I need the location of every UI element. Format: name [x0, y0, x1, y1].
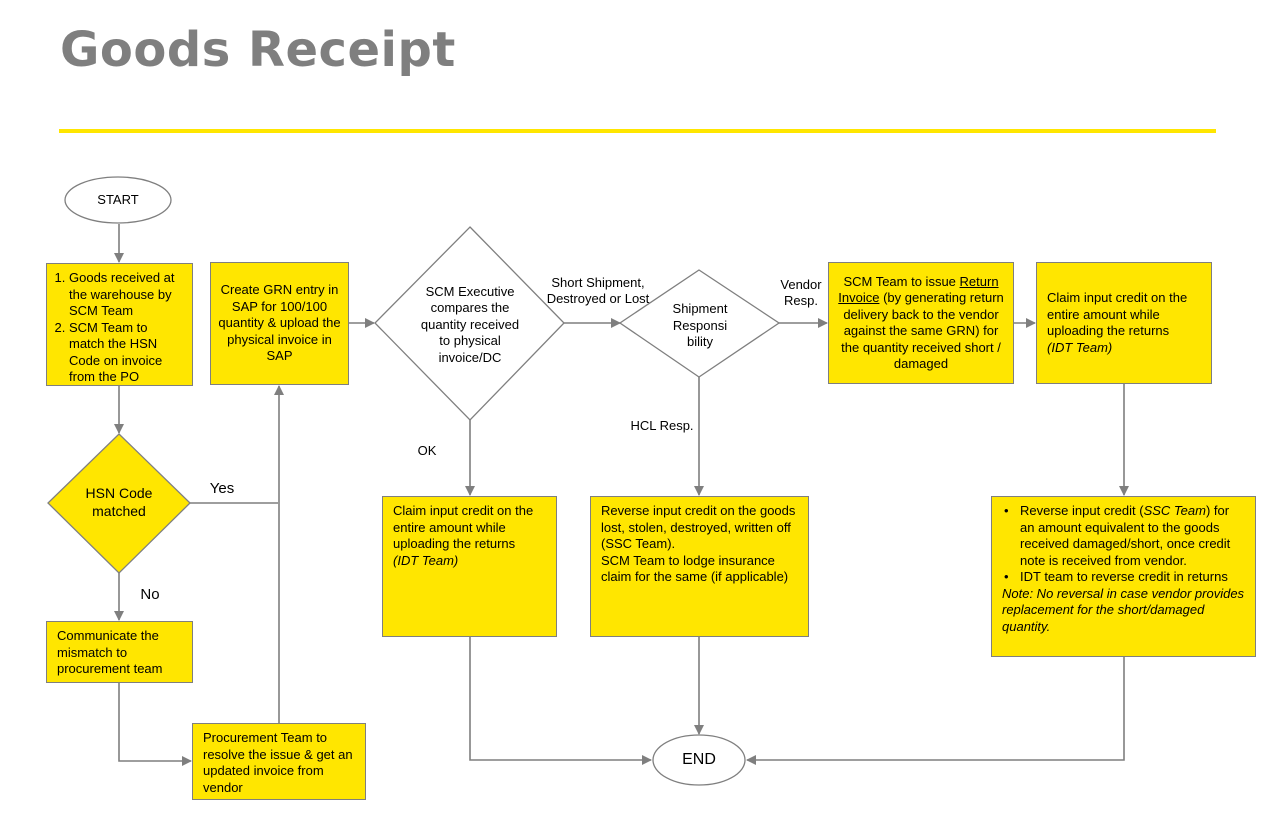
- edge-reversessc-to-end: [746, 657, 1125, 765]
- edge-label-yes: Yes: [209, 480, 235, 497]
- claim-credit-top-team: (IDT Team): [1047, 339, 1113, 355]
- return-invoice-box: SCM Team to issue Return Invoice (by gen…: [828, 262, 1014, 384]
- edge-label-no: No: [140, 586, 160, 603]
- reverse-credit-lost-line-2: SCM Team to lodge insurance claim for th…: [601, 552, 789, 585]
- create-grn-box: Create GRN entry in SAP for 100/100 quan…: [210, 262, 349, 385]
- start-label: START: [97, 191, 139, 207]
- reverse-credit-lost-line-1: Reverse input credit on the goods lost, …: [601, 503, 796, 551]
- procurement-resolve-box: Procurement Team to resolve the issue & …: [192, 723, 366, 800]
- reverse-ssc-note: Note: No reversal in case vendor provide…: [1002, 585, 1245, 634]
- reverse-ssc-bullet-1: Reverse input credit (SSC Team) for an a…: [1004, 503, 1245, 569]
- shipment-decision-label: Shipment Responsi bility: [672, 301, 728, 350]
- page-title: Goods Receipt: [60, 22, 456, 78]
- goods-received-box: Goods received at the warehouse by SCM T…: [46, 263, 193, 386]
- end-label: END: [682, 750, 716, 768]
- claim-credit-top-box: Claim input credit on the entire amount …: [1036, 262, 1212, 384]
- reverse-ssc-b1-team: SSC Team: [1143, 503, 1206, 518]
- claim-credit-ok-team: (IDT Team): [393, 552, 459, 568]
- return-invoice-pre: SCM Team to issue: [843, 273, 960, 289]
- edge-label-short-shipment: Short Shipment, Destroyed or Lost: [546, 275, 650, 306]
- hsn-decision-shape: [47, 433, 191, 574]
- reverse-ssc-b1-pre: Reverse input credit (: [1020, 503, 1144, 518]
- claim-credit-ok-box: Claim input credit on the entire amount …: [382, 496, 557, 637]
- edge-label-hcl-resp: HCL Resp.: [630, 418, 694, 433]
- communicate-box: Communicate the mismatch to procurement …: [46, 621, 193, 683]
- edge-communicate-to-procurement: [118, 683, 192, 766]
- claim-credit-top-text: Claim input credit on the entire amount …: [1047, 290, 1188, 338]
- end-terminal: [652, 734, 746, 786]
- compare-decision-shape: [374, 226, 565, 421]
- compare-decision-label: SCM Executive compares the quantity rece…: [420, 283, 520, 365]
- reverse-ssc-bullet-2: IDT team to reverse credit in returns: [1004, 569, 1245, 586]
- goods-received-step-1: Goods received at the warehouse by SCM T…: [69, 270, 184, 320]
- return-invoice-post: (by generating return delivery back to t…: [841, 290, 1004, 371]
- start-terminal: [64, 176, 172, 224]
- shipment-decision-shape: [618, 269, 781, 378]
- goods-received-step-2: SCM Team to match the HSN Code on invoic…: [69, 320, 184, 386]
- return-invoice-term: Return Invoice: [838, 273, 999, 306]
- edge-claimok-to-end: [469, 637, 652, 765]
- hsn-decision-label: HSN Code matched: [85, 485, 153, 519]
- title-divider: [59, 129, 1216, 133]
- reverse-ssc-b1-post: ) for an amount equivalent to the goods …: [1020, 503, 1231, 568]
- claim-credit-ok-text: Claim input credit on the entire amount …: [393, 503, 534, 551]
- reverse-credit-ssc-box: Reverse input credit (SSC Team) for an a…: [991, 496, 1256, 657]
- edge-label-ok: OK: [417, 443, 437, 458]
- reverse-credit-lost-box: Reverse input credit on the goods lost, …: [590, 496, 809, 637]
- edge-label-vendor-resp: Vendor Resp.: [780, 277, 822, 308]
